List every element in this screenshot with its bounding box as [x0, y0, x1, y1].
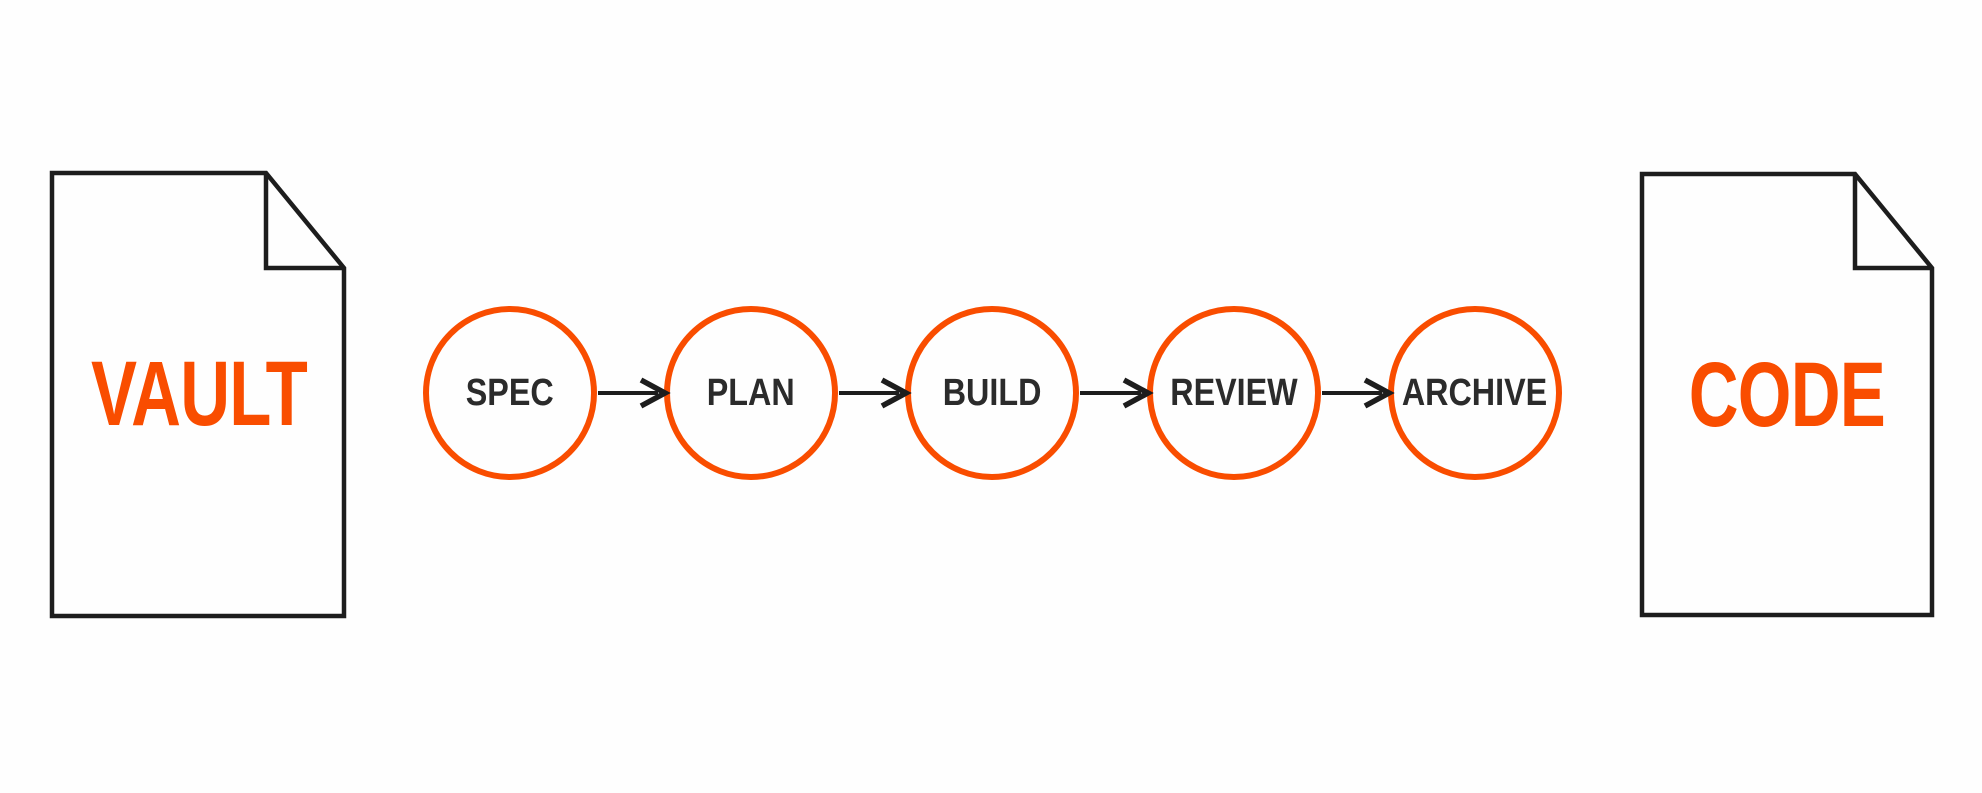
- code-document-icon: [1639, 171, 1935, 618]
- arrow-head-icon: [1122, 377, 1154, 409]
- code-document-label-box: CODE: [1642, 174, 1932, 615]
- vault-document-label-box: VAULT: [52, 172, 345, 616]
- document-outline: [49, 170, 347, 619]
- stage-label-build: BUILD: [942, 372, 1042, 414]
- stage-build: BUILD: [905, 306, 1079, 480]
- flow-arrow-plan-to-build: [839, 377, 912, 409]
- stage-spec: SPEC: [423, 306, 597, 480]
- stage-archive: ARCHIVE: [1388, 306, 1562, 480]
- code-document-label: CODE: [1688, 343, 1886, 446]
- stage-label-spec: SPEC: [466, 372, 554, 414]
- stage-review: REVIEW: [1147, 306, 1321, 480]
- flow-arrow-review-to-archive: [1322, 377, 1395, 409]
- vault-document-icon: [49, 170, 347, 619]
- folded-corner-icon: [1852, 174, 1932, 271]
- folded-corner-icon: [263, 173, 344, 271]
- stage-label-archive: ARCHIVE: [1402, 372, 1548, 414]
- stage-circle-spec: [423, 306, 597, 480]
- stage-plan: PLAN: [664, 306, 838, 480]
- document-outline: [1639, 171, 1935, 618]
- flow-arrow-build-to-review: [1080, 377, 1154, 409]
- arrow-head-icon: [639, 377, 671, 409]
- stage-label-review: REVIEW: [1170, 372, 1298, 414]
- flow-arrow-spec-to-plan: [598, 377, 671, 409]
- vault-document-label: VAULT: [90, 343, 307, 445]
- stage-label-plan: PLAN: [707, 372, 795, 414]
- arrow-head-icon: [1363, 377, 1395, 409]
- arrow-head-icon: [880, 377, 912, 409]
